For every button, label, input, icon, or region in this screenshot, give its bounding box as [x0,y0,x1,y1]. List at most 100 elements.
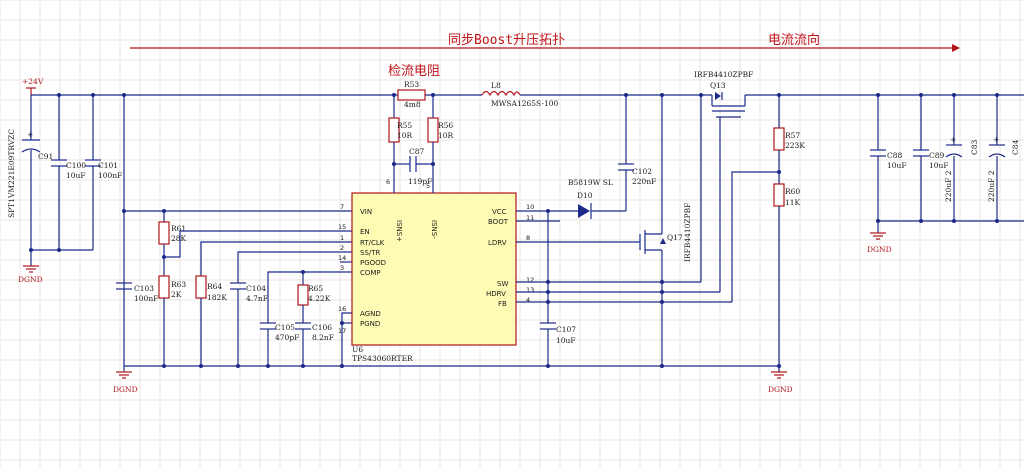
cap-c91: + C91 SPT1VM221E09TRVZC [7,129,53,218]
svg-text:C100: C100 [66,161,86,170]
svg-text:100nF: 100nF [98,171,122,180]
ic-part: TPS43060RTER [352,354,413,363]
svg-text:+: + [993,135,999,144]
cap-c105: C105 470pF [260,322,299,342]
svg-text:C104: C104 [246,284,266,293]
svg-text:Q17: Q17 [667,233,683,242]
svg-text:8: 8 [526,234,530,242]
topology-title: 同步Boost升压拓扑 [448,33,565,48]
gnd-symbol-mid: DGND [113,366,138,394]
ic-ref: U6 [352,345,363,354]
svg-text:C107: C107 [556,325,576,334]
svg-text:15: 15 [338,223,346,231]
svg-text:220uF 2: 220uF 2 [987,170,996,202]
svg-text:C101: C101 [98,161,118,170]
svg-text:C91: C91 [38,152,53,161]
svg-text:10R: 10R [397,131,413,140]
svg-text:220nF: 220nF [632,177,656,186]
svg-text:COMP: COMP [360,269,381,277]
svg-text:6: 6 [386,178,390,186]
svg-text:SS/TR: SS/TR [360,249,381,257]
svg-text:ISNS-: ISNS- [430,220,438,239]
cap-c103: C103 100nF [116,282,158,303]
svg-text:DGND: DGND [867,245,892,254]
svg-text:C89: C89 [929,151,945,160]
svg-text:C87: C87 [409,147,425,156]
cap-c84: + C84 220uF 2 [987,135,1020,202]
svg-text:4.7nF: 4.7nF [246,294,268,303]
svg-text:C88: C88 [887,151,903,160]
mosfet-q17: Q17 IRFB4410ZPBF [639,203,692,262]
sense-resistor-label: 检流电阻 [388,64,440,79]
ic-top-pins: ISNS+ 6 ISNS- 5 [386,178,438,242]
svg-text:14: 14 [338,254,346,262]
svg-text:220uF 2: 220uF 2 [944,170,953,202]
inductor-l8: L8 MWSA1265S-100 [481,81,559,108]
diode-d10: B5819W SL D10 [568,178,626,219]
svg-text:4.22K: 4.22K [308,294,331,303]
svg-text:4: 4 [526,296,530,304]
svg-text:PGOOD: PGOOD [360,259,386,267]
svg-text:LDRV: LDRV [488,239,507,247]
ic-right-pins: VCC 10 BOOT 11 LDRV 8 SW 12 HDRV 13 FB 4 [486,203,534,308]
ic-u6-body [351,192,517,346]
gnd-symbol-out: DGND [867,232,892,254]
res-r64 [195,275,207,299]
svg-text:SPT1VM221E09TRVZC: SPT1VM221E09TRVZC [7,129,16,218]
svg-text:13: 13 [526,286,534,294]
svg-text:28K: 28K [171,234,187,243]
svg-text:DGND: DGND [768,385,793,394]
svg-text:HDRV: HDRV [486,290,506,298]
res-r60 [773,183,785,207]
svg-text:10uF: 10uF [929,161,949,170]
svg-text:470pF: 470pF [275,333,299,342]
svg-text:AGND: AGND [360,310,381,318]
cap-c106: C106 8.2nF [295,322,334,342]
svg-text:+: + [27,130,33,139]
svg-text:SW: SW [497,280,508,288]
cap-c101: C101 100nF [85,95,122,250]
svg-text:11K: 11K [785,198,801,207]
svg-text:11: 11 [526,214,534,222]
cap-c87: C87 119pF [394,147,433,186]
svg-text:C106: C106 [312,323,332,332]
svg-text:C102: C102 [632,167,652,176]
svg-text:7: 7 [340,203,344,211]
svg-text:R60: R60 [785,187,800,196]
svg-text:100nF: 100nF [134,294,158,303]
current-flow-label: 电流流向 [768,32,820,48]
svg-text:119pF: 119pF [408,177,432,186]
svg-text:17: 17 [338,327,346,335]
svg-text:IRFB4410ZPBF: IRFB4410ZPBF [683,203,692,262]
svg-text:10uF: 10uF [887,161,907,170]
svg-text:R64: R64 [207,282,222,291]
svg-text:VIN: VIN [360,208,372,216]
svg-text:1: 1 [340,234,344,242]
cap-c83: + C83 220uF 2 [944,135,979,202]
svg-text:PGND: PGND [360,320,380,328]
cap-c107: C107 10uF [540,322,576,345]
svg-text:R57: R57 [785,131,800,140]
svg-text:16: 16 [338,305,346,313]
ic-left-pins: VIN 7 EN 15 RT/CLK 1 SS/TR 2 PGOOD 14 CO… [338,203,386,335]
svg-text:R61: R61 [171,224,186,233]
svg-text:RT/CLK: RT/CLK [360,239,385,247]
svg-text:2K: 2K [171,290,182,299]
svg-text:12: 12 [526,276,534,284]
svg-text:10uF: 10uF [66,171,86,180]
svg-text:VCC: VCC [492,208,507,216]
svg-text:EN: EN [360,228,370,236]
svg-text:3: 3 [340,264,344,272]
svg-text:R63: R63 [171,280,186,289]
cap-c100: C100 10uF [51,95,86,250]
res-r56 [427,117,439,143]
svg-text:+: + [950,135,956,144]
svg-text:BOOT: BOOT [488,218,509,226]
svg-text:D10: D10 [577,191,593,200]
gnd-symbol-left: DGND [18,262,43,284]
svg-text:223K: 223K [785,141,805,150]
cap-c102: C102 220nF [618,163,656,186]
svg-text:+24V: +24V [22,77,44,86]
svg-text:ISNS+: ISNS+ [395,220,403,242]
